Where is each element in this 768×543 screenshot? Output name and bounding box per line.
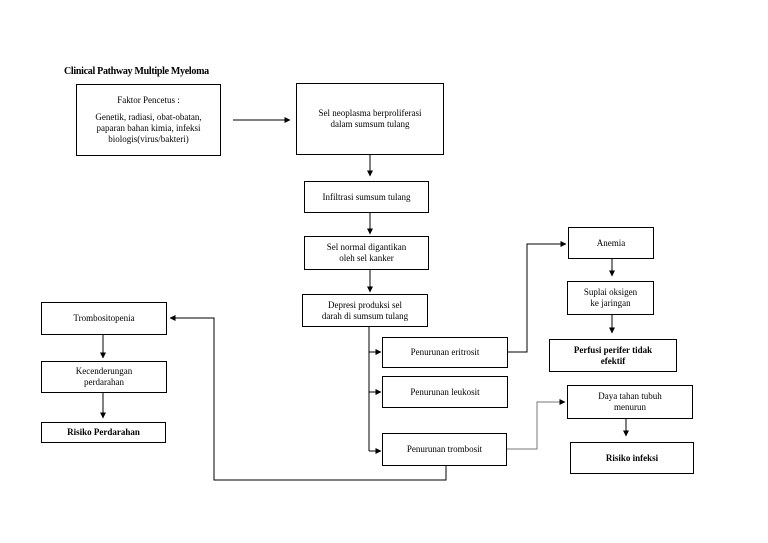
node-penurunan-leukosit: Penurunan leukosit — [382, 376, 508, 408]
node-penurunan-eritrosit: Penurunan eritrosit — [382, 337, 508, 368]
faktor-pencetus-line3: biologis(virus/bakteri) — [108, 134, 189, 144]
node-faktor-pencetus: Faktor Pencetus : Genetik, radiasi, obat… — [76, 84, 221, 156]
trombositopenia-line1: Trombositopenia — [73, 313, 135, 323]
risiko-perdarahan-line1: Risiko Perdarahan — [67, 427, 140, 437]
leukosit-line1: Penurunan leukosit — [410, 386, 480, 397]
node-perfusi-perifer: Perfusi perifer tidak efektif — [549, 339, 677, 372]
sel-neoplasma-line2: dalam sumsum tulang — [330, 119, 410, 129]
faktor-pencetus-line2: paparan bahan kimia, infeksi — [96, 123, 201, 133]
depresi-line2: darah di sumsum tulang — [321, 310, 409, 321]
node-trombositopenia: Trombositopenia — [41, 302, 167, 335]
node-kecenderungan: Kecenderungan perdarahan — [41, 361, 167, 393]
sel-neoplasma-line1: Sel neoplasma berproliferasi — [318, 108, 422, 118]
depresi-line1: Depresi produksi sel — [328, 299, 402, 310]
faktor-pencetus-heading: Faktor Pencetus : — [117, 95, 180, 105]
node-anemia: Anemia — [568, 227, 654, 259]
arrow-eritrosit-to-anemia — [508, 241, 567, 353]
arrow-trombosit-to-trombositopenia — [169, 315, 447, 481]
diagram-title: Clinical Pathway Multiple Myeloma — [64, 66, 209, 77]
suplai-line2: ke jaringan — [590, 298, 631, 308]
perfusi-line2: efektif — [600, 355, 626, 366]
sel-normal-line2: oleh sel kanker — [339, 253, 394, 263]
node-sel-normal: Sel normal digantikan oleh sel kanker — [304, 236, 429, 270]
node-infiltrasi: Infiltrasi sumsum tulang — [304, 181, 429, 213]
node-penurunan-trombosit: Penurunan trombosit — [382, 433, 507, 466]
risiko-infeksi-line1: Risiko infeksi — [605, 452, 659, 463]
faktor-pencetus-line1: Genetik, radiasi, obat-obatan, — [95, 112, 202, 122]
node-sel-neoplasma: Sel neoplasma berproliferasi dalam sumsu… — [296, 83, 444, 155]
anemia-line1: Anemia — [596, 237, 626, 248]
kecenderungan-line1: Kecenderungan — [75, 366, 133, 376]
node-depresi-produksi: Depresi produksi sel darah di sumsum tul… — [302, 294, 428, 327]
arrow-trombosit-to-dayatahan — [507, 399, 566, 450]
dayatahan-line2: menurun — [614, 402, 646, 412]
suplai-line1: Suplai oksigen — [583, 287, 638, 297]
trombosit-line1: Penurunan trombosit — [406, 444, 483, 454]
infiltrasi-line1: Infiltrasi sumsum tulang — [322, 191, 411, 202]
dayatahan-line1: Daya tahan tubuh — [598, 391, 662, 401]
node-risiko-perdarahan: Risiko Perdarahan — [41, 422, 166, 443]
kecenderungan-line2: perdarahan — [84, 377, 124, 387]
sel-normal-line1: Sel normal digantikan — [326, 242, 407, 252]
node-daya-tahan: Daya tahan tubuh menurun — [567, 385, 693, 419]
eritrosit-line1: Penurunan eritrosit — [410, 347, 480, 357]
node-suplai-oksigen: Suplai oksigen ke jaringan — [567, 281, 654, 315]
node-risiko-infeksi: Risiko infeksi — [570, 442, 694, 474]
perfusi-line1: Perfusi perifer tidak — [573, 344, 653, 355]
